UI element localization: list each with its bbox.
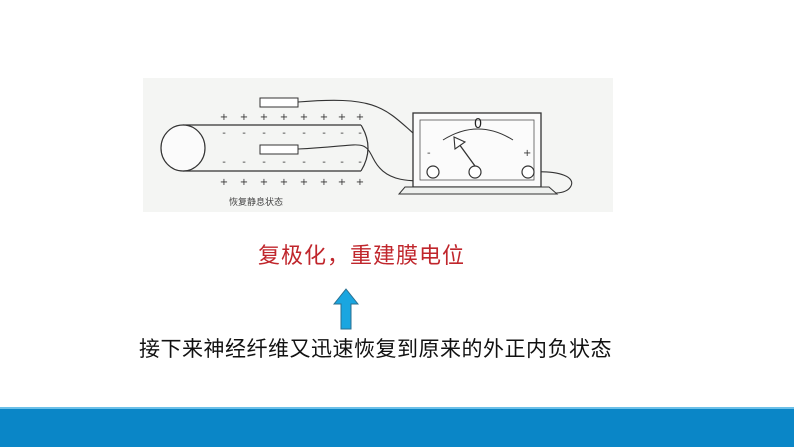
- outer-top-sign: +: [260, 112, 268, 123]
- inner-bottom-sign: -: [282, 157, 286, 168]
- outer-bottom-sign: +: [300, 177, 308, 188]
- zero-mark: 0: [474, 117, 482, 132]
- footer-divider: [0, 407, 794, 409]
- inner-bottom-sign: -: [222, 157, 226, 168]
- outer-bottom-sign: +: [320, 177, 328, 188]
- inner-bottom-sign: -: [262, 157, 266, 168]
- repolarization-caption: 复极化，重建膜电位: [258, 244, 466, 269]
- inner-top-sign: -: [340, 128, 344, 139]
- inner-top-sign: -: [242, 128, 246, 139]
- outer-top-sign: +: [220, 112, 228, 123]
- outer-bottom-sign: +: [356, 177, 364, 188]
- inner-bottom-sign: -: [340, 157, 344, 168]
- outer-top-sign: +: [240, 112, 248, 123]
- membrane-charges: + + + + + + + + - - - - - - - - - - - - - - - - + + + + + + + +: [220, 112, 364, 188]
- plus-terminal-label: +: [523, 148, 531, 159]
- minus-terminal-label: -: [427, 148, 431, 159]
- inner-electrode: [259, 144, 299, 155]
- outer-top-sign: +: [356, 112, 364, 123]
- inner-top-sign: -: [302, 128, 306, 139]
- outer-bottom-sign: +: [338, 177, 346, 188]
- needle-arrowhead: [453, 136, 467, 150]
- inner-top-sign: -: [282, 128, 286, 139]
- outer-bottom-sign: +: [240, 177, 248, 188]
- galvanometer: 0 - +: [397, 112, 559, 195]
- outer-top-sign: +: [320, 112, 328, 123]
- inner-bottom-sign: -: [358, 157, 362, 168]
- fiber-cross-section: [160, 124, 206, 172]
- up-arrow-icon: [333, 288, 359, 330]
- nerve-fiber-diagram: + + + + + + + + - - - - - - - - - - - - - - - - + + + + + + + + 0 - + 恢…: [143, 78, 613, 212]
- nerve-fiber: [160, 124, 369, 172]
- inner-top-sign: -: [262, 128, 266, 139]
- inner-top-sign: -: [358, 128, 362, 139]
- center-pivot: [468, 165, 482, 179]
- inner-top-sign: -: [222, 128, 226, 139]
- plus-terminal: [521, 165, 535, 179]
- inner-top-sign: -: [322, 128, 326, 139]
- outer-electrode: [259, 97, 299, 108]
- state-label: 恢复静息状态: [229, 196, 283, 208]
- outer-bottom-sign: +: [280, 177, 288, 188]
- outer-top-sign: +: [338, 112, 346, 123]
- inner-bottom-sign: -: [242, 157, 246, 168]
- inner-bottom-sign: -: [302, 157, 306, 168]
- outer-bottom-sign: +: [260, 177, 268, 188]
- explanation-caption: 接下来神经纤维又迅速恢复到原来的外正内负状态: [139, 337, 612, 361]
- meter-needle: [458, 143, 476, 167]
- outer-top-sign: +: [280, 112, 288, 123]
- footer-bar: [0, 409, 794, 447]
- outer-bottom-sign: +: [220, 177, 228, 188]
- minus-terminal: [426, 165, 440, 179]
- outer-top-sign: +: [300, 112, 308, 123]
- inner-bottom-sign: -: [322, 157, 326, 168]
